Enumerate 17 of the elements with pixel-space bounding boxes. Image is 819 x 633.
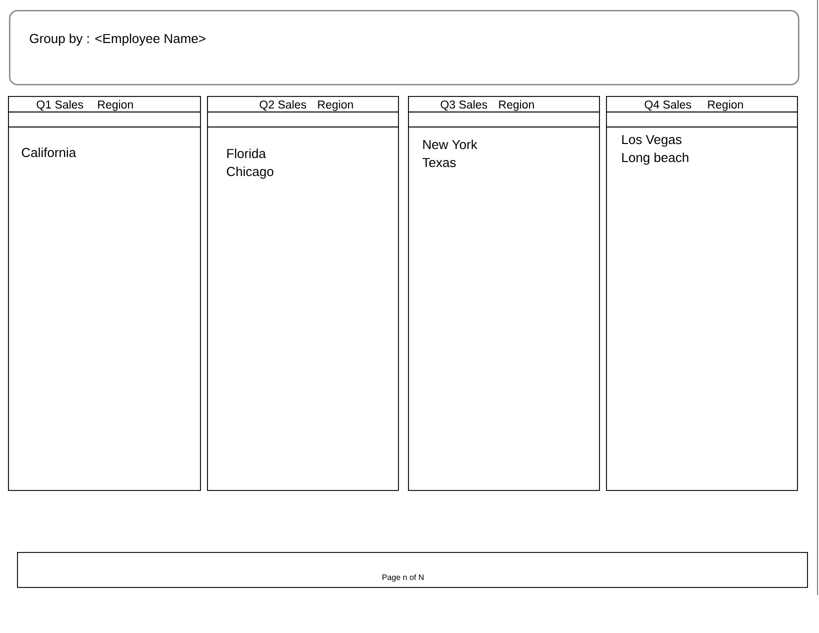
column-heading: Region <box>98 100 133 111</box>
list-item: Long beach <box>622 152 688 165</box>
list-item: Los Vegas <box>622 135 682 147</box>
column-heading: Q4 Sales <box>644 100 692 111</box>
list-item: California <box>22 148 76 158</box>
group-by-label: Group by : <Employee Name> <box>30 34 206 46</box>
column-heading: Q3 Sales <box>440 100 488 111</box>
list-item: Texas <box>422 158 456 168</box>
column-heading: Q2 Sales <box>260 100 306 111</box>
list-item: New York <box>423 140 478 150</box>
page-number: Page n of N <box>382 574 424 582</box>
column-heading: Region <box>318 100 353 111</box>
list-item: Florida <box>227 148 266 158</box>
column-heading: Q1 Sales <box>36 100 84 111</box>
column-heading: Region <box>499 100 534 111</box>
list-item: Chicago <box>226 166 274 179</box>
column-heading: Region <box>708 100 743 111</box>
